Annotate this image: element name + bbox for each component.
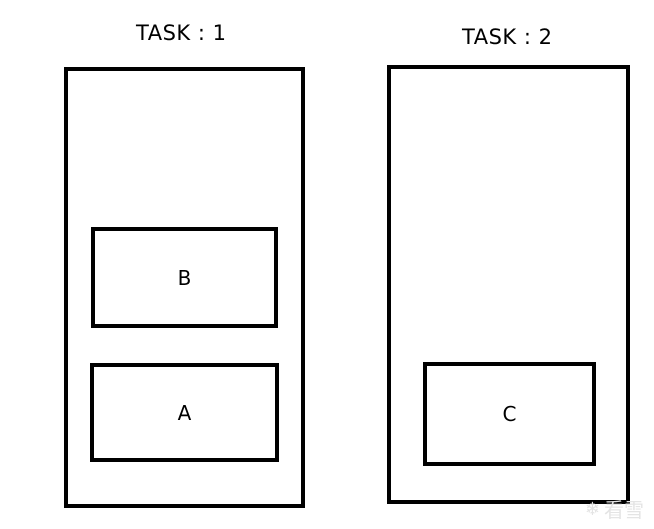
snowflake-icon: ❄ (584, 499, 600, 520)
activity-b-box: B (91, 227, 278, 328)
task-1-title: TASK : 1 (136, 21, 227, 45)
task-2-title: TASK : 2 (462, 25, 553, 49)
watermark-text: 看雪 (604, 498, 644, 522)
activity-b-label: B (177, 265, 192, 290)
activity-c-box: C (423, 362, 596, 466)
activity-a-box: A (90, 363, 279, 462)
activity-a-label: A (177, 400, 192, 425)
watermark: ❄ 看雪 (585, 499, 644, 521)
activity-c-label: C (502, 402, 517, 426)
